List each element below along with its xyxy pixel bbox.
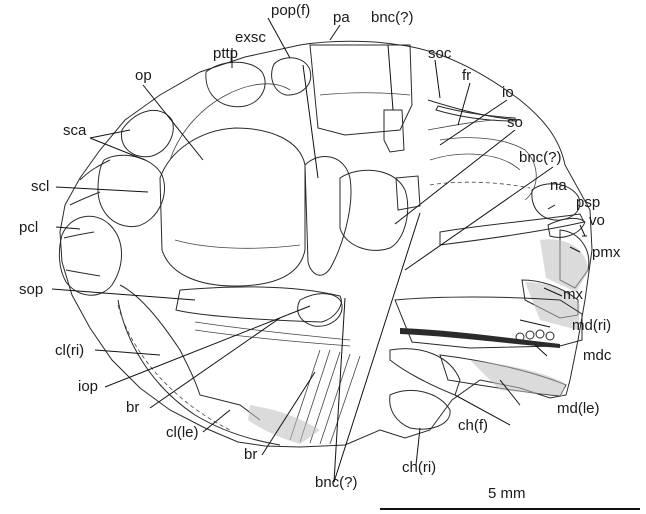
label-bnc-top: bnc(?) [371, 9, 414, 26]
label-so: so [507, 114, 523, 131]
label-na: na [550, 177, 567, 194]
io-orbit [430, 138, 536, 200]
label-op: op [135, 67, 152, 84]
label-io: io [502, 84, 514, 101]
soc-dark [436, 106, 515, 121]
labels: pa bnc(?) pop(f) exsc pttp op sca scl pc… [19, 2, 621, 491]
label-br-bottom: br [244, 446, 257, 463]
psp-bone [440, 214, 584, 245]
pa-bone [310, 45, 412, 135]
label-pttp: pttp [213, 45, 238, 62]
label-sop: sop [19, 281, 43, 298]
label-cl-le: cl(le) [166, 424, 199, 441]
op-bone [160, 128, 305, 286]
label-fr: fr [462, 67, 471, 84]
label-mdc: mdc [583, 347, 612, 364]
pop-bone [305, 156, 351, 275]
sop-bone [176, 287, 341, 322]
iop-bone [298, 294, 342, 327]
label-bnc-bottom: bnc(?) [315, 474, 358, 491]
scale-bar-label: 5 mm [488, 485, 526, 502]
label-ch-ri: ch(ri) [402, 459, 436, 476]
br-base-stipple [248, 405, 320, 444]
label-cl-ri: cl(ri) [55, 342, 84, 359]
label-psp: psp [576, 194, 600, 211]
skull-drawing [59, 41, 592, 447]
fr-curve [428, 120, 495, 130]
ch-ri-bone [390, 390, 450, 429]
label-sca: sca [63, 122, 87, 139]
label-soc: soc [428, 45, 452, 62]
label-pop-f: pop(f) [271, 2, 310, 19]
label-bnc-right: bnc(?) [519, 149, 562, 166]
md-dark-band [400, 328, 560, 348]
label-mx: mx [563, 286, 583, 303]
label-vo: vo [589, 212, 605, 229]
label-md-ri: md(ri) [572, 317, 611, 334]
label-pmx: pmx [592, 244, 621, 261]
label-ch-f: ch(f) [458, 417, 488, 434]
cl-ri-bone [120, 285, 260, 420]
label-md-le: md(le) [557, 400, 600, 417]
label-iop: iop [78, 378, 98, 395]
label-exsc: exsc [235, 29, 266, 46]
label-br-left: br [126, 399, 139, 416]
pcl-segments [64, 160, 110, 276]
md-le-stipple [470, 360, 566, 396]
label-pcl: pcl [19, 219, 38, 236]
ch-f-bone [390, 349, 460, 395]
label-scl: scl [31, 178, 49, 195]
op-inner [170, 84, 300, 248]
label-pa: pa [333, 9, 350, 26]
pa-crest [320, 93, 410, 95]
scale-bar: 5 mm [380, 485, 640, 509]
